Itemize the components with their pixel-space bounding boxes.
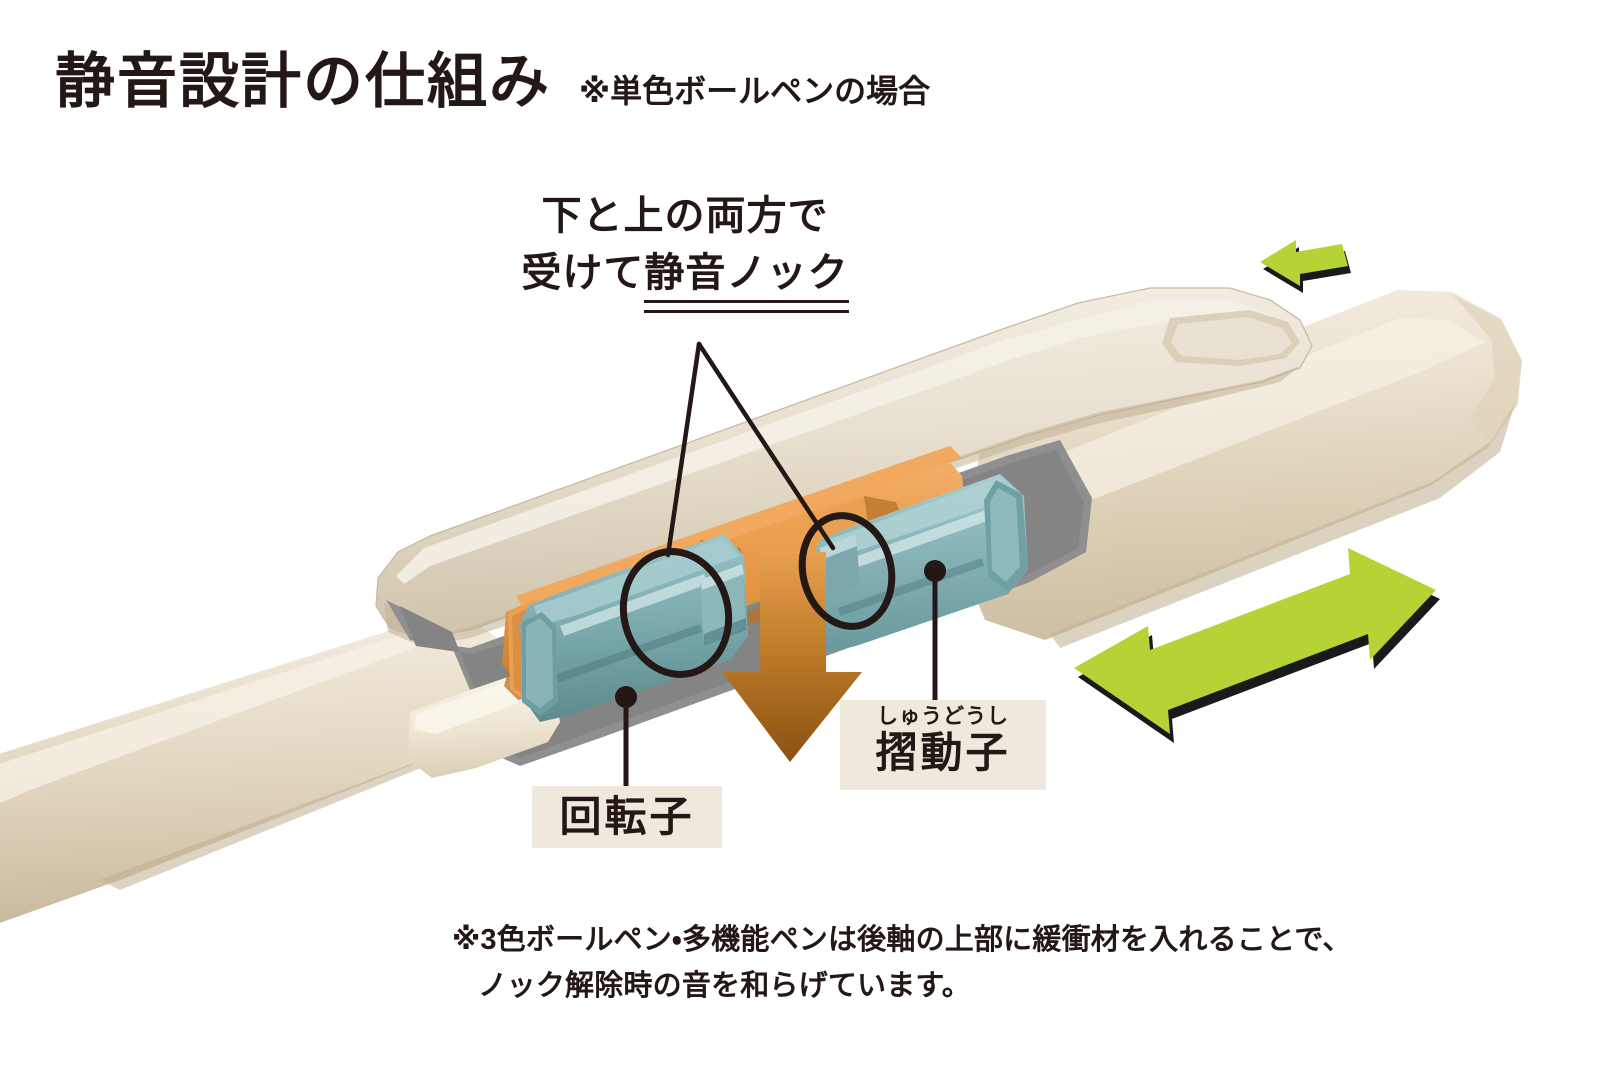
force-transfer-arrow	[722, 552, 862, 762]
label-rotor-text: 回転子	[559, 793, 695, 840]
label-slider-furigana: しゅうどうし	[877, 705, 1009, 728]
pen-barrel-front	[0, 610, 512, 923]
page-header: 静音設計の仕組み ※単色ボールペンの場合	[55, 52, 930, 112]
label-slider: しゅうどうし 摺動子	[840, 700, 1046, 790]
footnote-line-2: ノック解除時の音を和らげています。	[478, 969, 971, 1002]
contact-highlight-circles	[619, 512, 896, 678]
slider-leader-dot	[924, 560, 946, 582]
callout-leader-lines	[665, 341, 836, 558]
callout-emphasis: 静音ノック	[644, 245, 849, 313]
slider-part-right	[812, 474, 1028, 652]
knock-push-arrow	[1260, 240, 1351, 293]
slide-range-arrow	[1074, 548, 1440, 743]
callout-line-2: 受けて静音ノック	[470, 245, 900, 313]
rotor-label-leader	[615, 686, 637, 790]
contact-circle-lower	[619, 548, 733, 678]
slider-part-left	[520, 534, 748, 722]
contact-circle-upper	[798, 512, 896, 630]
pen-barrel-rear	[960, 290, 1522, 648]
label-slider-text: 摺動子	[875, 729, 1011, 777]
page-subtitle: ※単色ボールペンの場合	[579, 73, 931, 109]
label-rotor: 回転子	[532, 786, 722, 848]
callout-line-1: 下と上の両方で	[541, 194, 829, 238]
callout-line-2-prefix: 受けて	[521, 250, 645, 295]
footnote: ※3色ボールペン・多機能ペンは後軸の上部に緩衝材を入れることで、 ノック解除時の…	[452, 918, 1552, 1010]
footnote-line-1: ※3色ボールペン・多機能ペンは後軸の上部に緩衝材を入れることで、	[452, 924, 1352, 956]
slider-label-leader	[924, 560, 946, 706]
mechanism-callout: 下と上の両方で 受けて静音ノック	[470, 188, 900, 313]
page-title: 静音設計の仕組み	[55, 48, 551, 115]
rotor-leader-dot	[615, 686, 637, 708]
